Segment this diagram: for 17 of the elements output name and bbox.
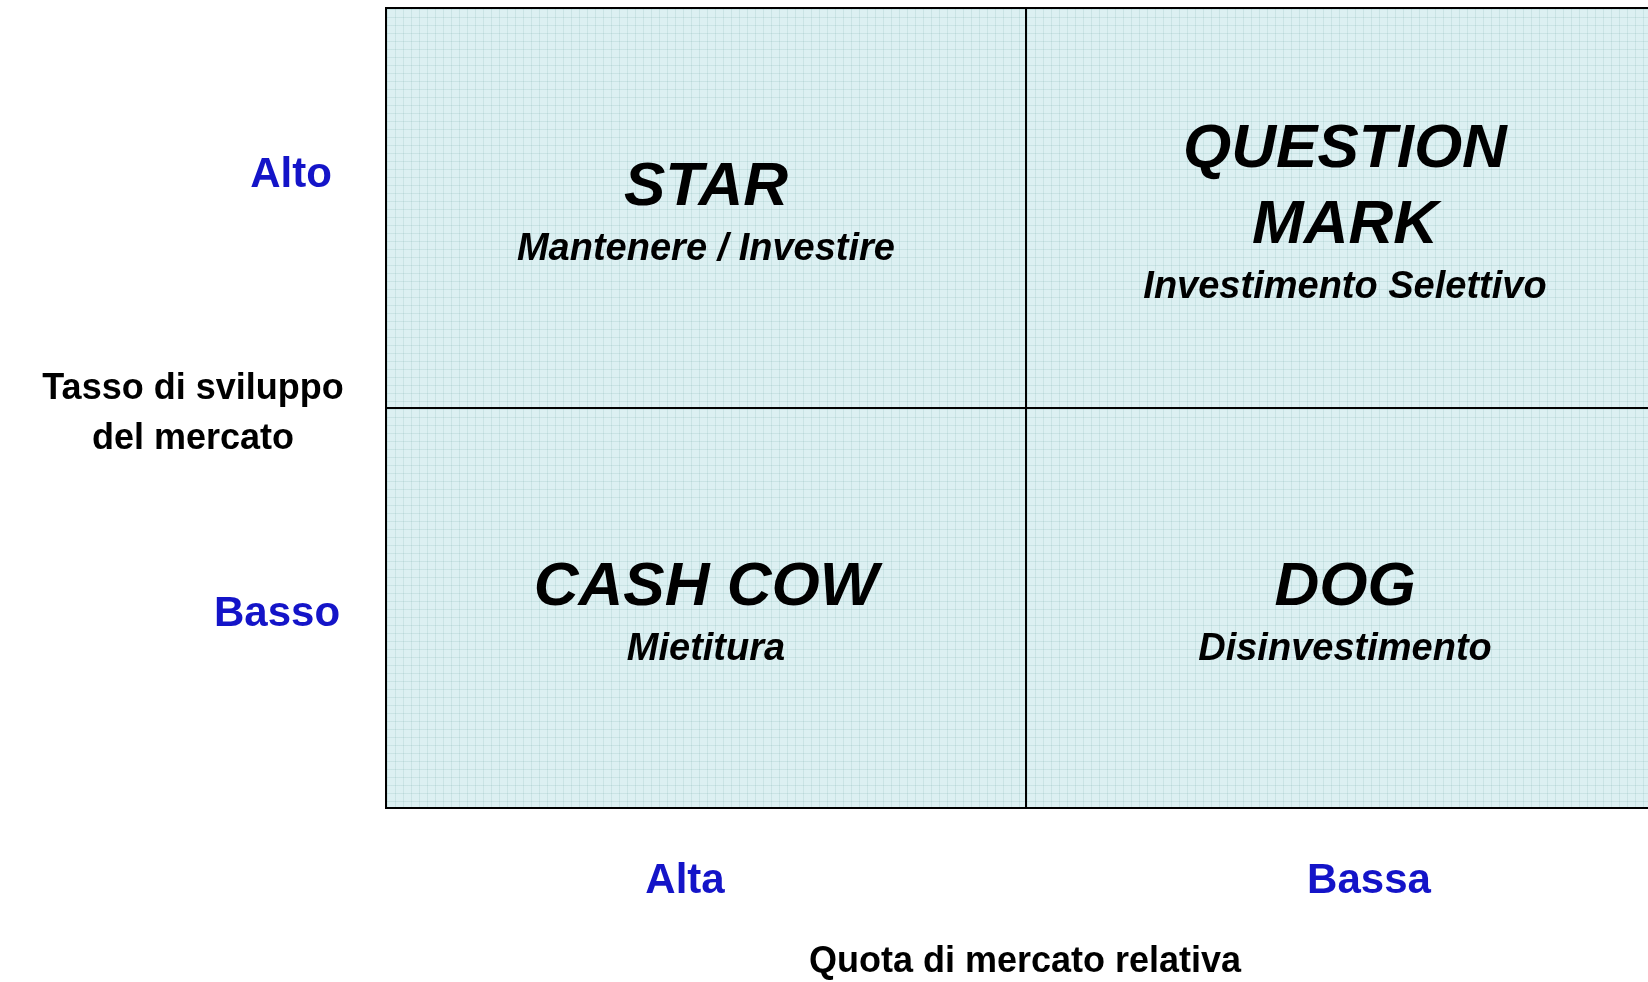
quadrant-title: DOG [1274,548,1416,620]
axis-value-label: Basso [213,588,341,636]
axis-value-label: Alto [250,149,332,197]
axis-title: Tasso di sviluppo del mercato [41,365,345,459]
quadrant-panel [1025,407,1648,809]
strategy-text: Mietitura [626,625,786,670]
quadrant-panel [385,407,1027,809]
quadrant-panel [385,7,1027,409]
strategy-text: Investimento Selettivo [1143,263,1547,308]
axis-value-label: Alta [645,855,725,903]
strategy-text: Mantenere / Investire [516,225,895,270]
quadrant-panel [1025,7,1648,409]
axis-title: Quota di mercato relativa [808,938,1242,982]
strategy-text: Disinvestimento [1198,625,1492,670]
quadrant-title: QUESTION MARK [1182,110,1509,258]
quadrant-title: STAR [623,148,789,220]
axis-value-label: Bassa [1307,855,1431,903]
